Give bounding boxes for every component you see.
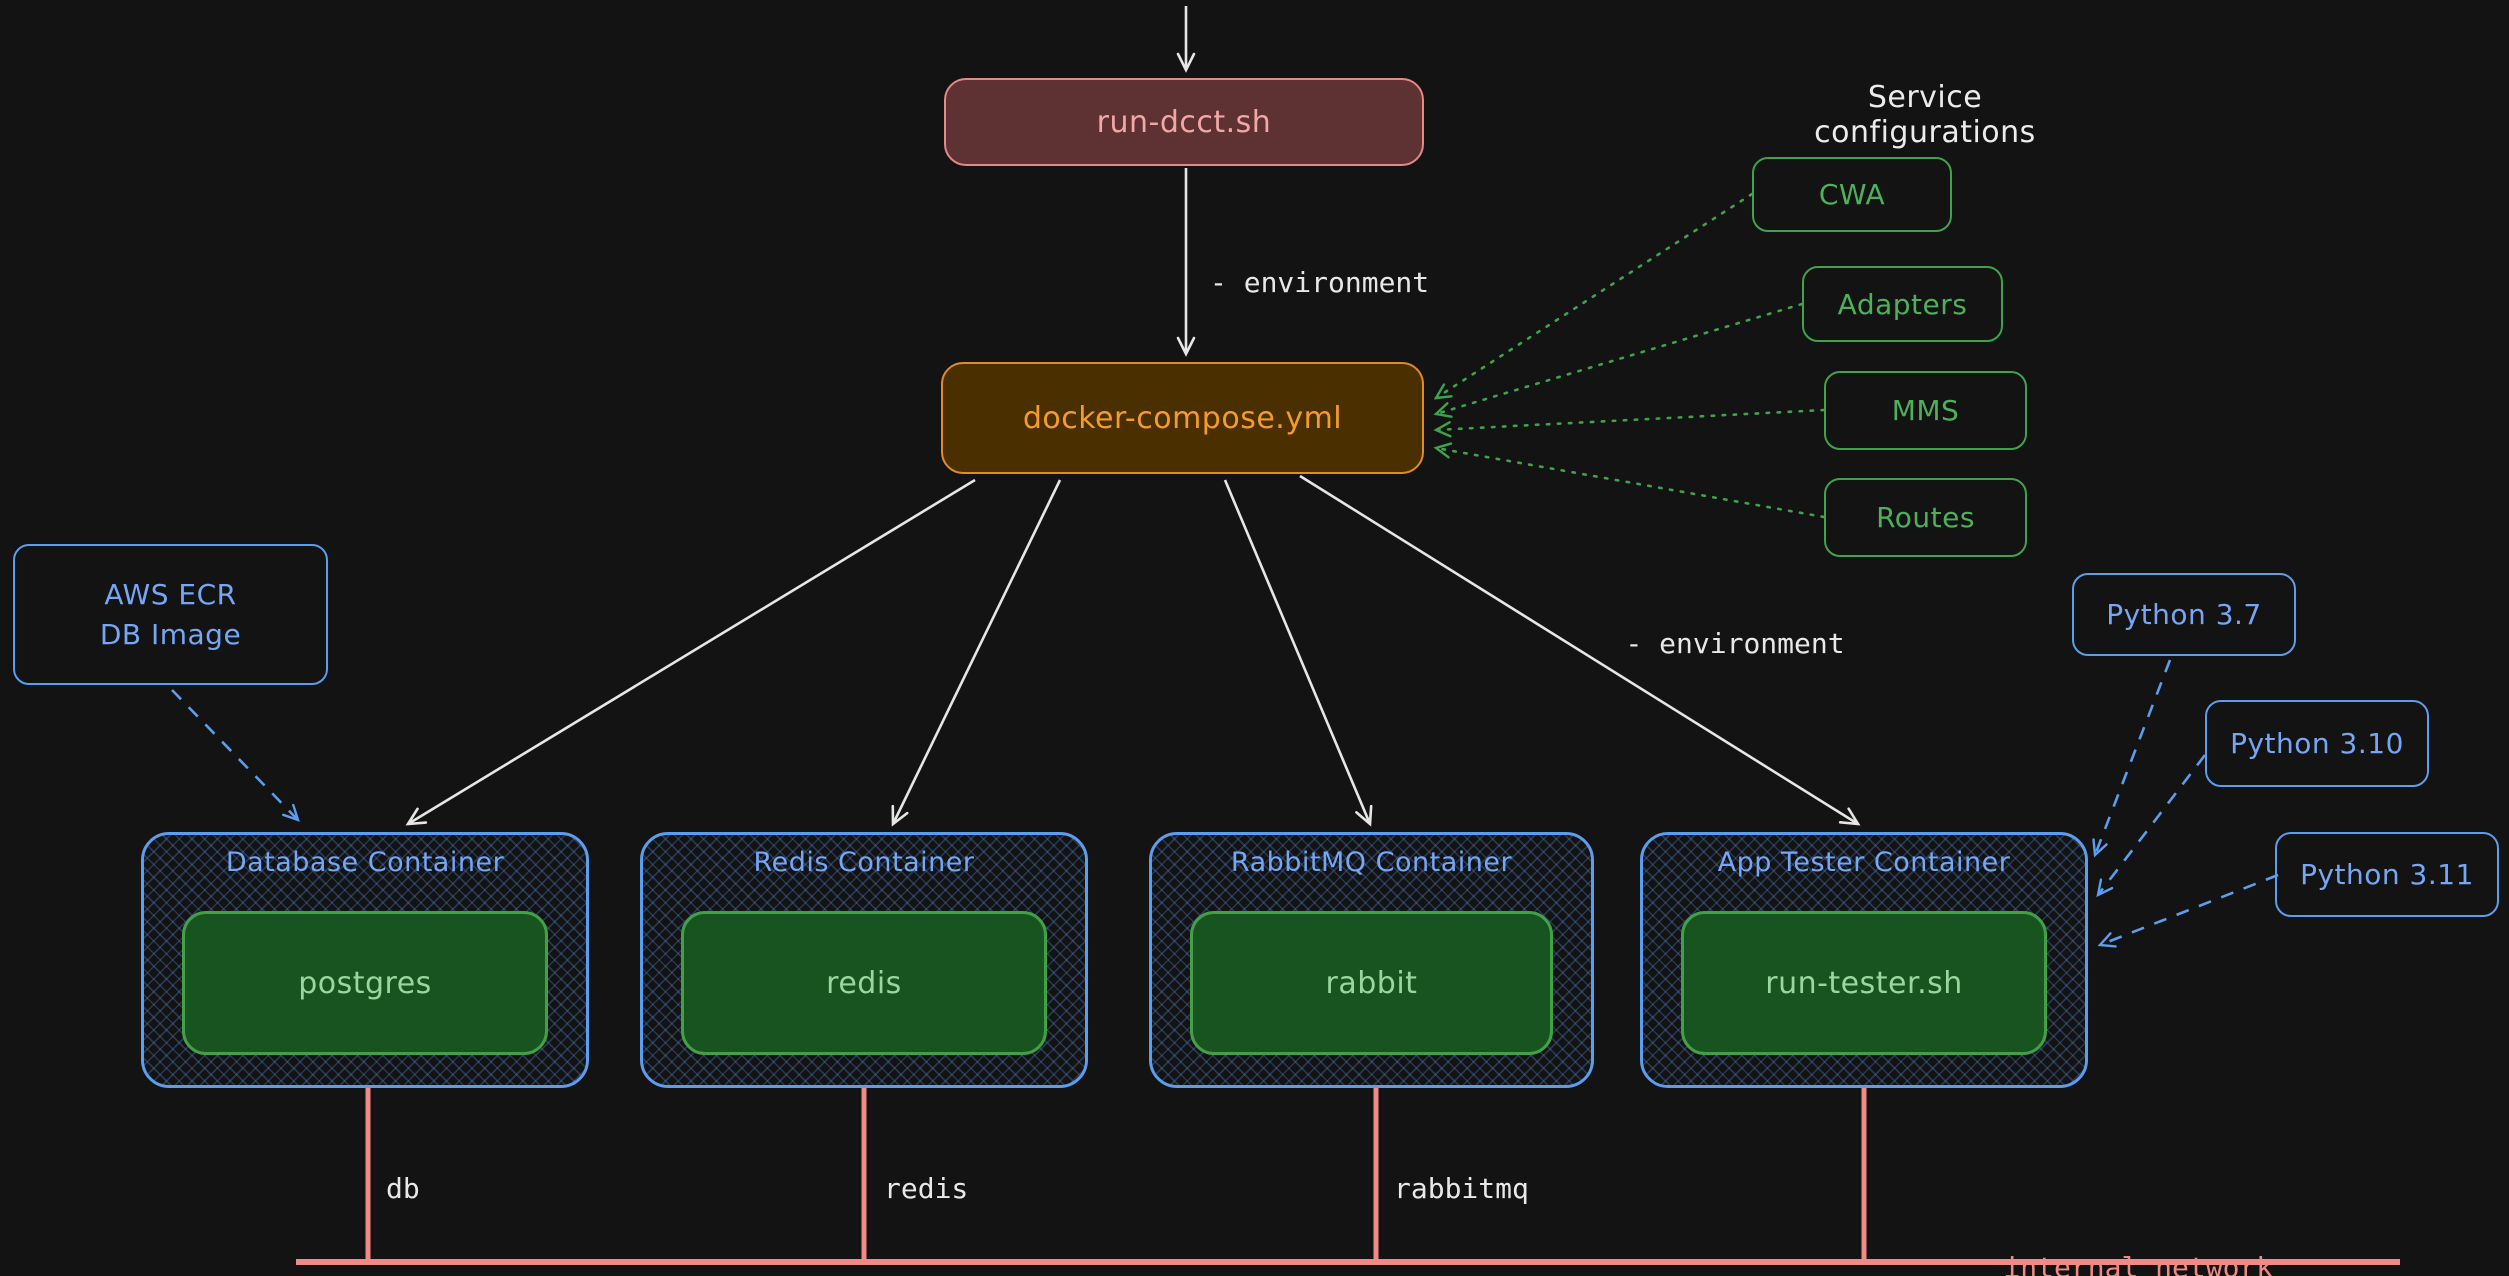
mms-label: MMS xyxy=(1891,394,1960,427)
arrow-routes-to-compose xyxy=(1433,442,1826,519)
arrow-aws-ecr-to-database xyxy=(171,689,300,822)
adapters-label: Adapters xyxy=(1837,287,1968,321)
service-node-run-tester: run-tester.sh xyxy=(1681,911,2047,1055)
arrow-compose-to-app-tester xyxy=(1299,474,1861,826)
port-label-redis: redis :6379 xyxy=(884,1096,968,1276)
node-python-310: Python 3.10 xyxy=(2205,700,2429,787)
run-script-label: run-dcct.sh xyxy=(1096,104,1272,140)
node-docker-compose: docker-compose.yml xyxy=(941,362,1424,474)
postgres-label: postgres xyxy=(298,965,432,1001)
container-database: Database Container postgres xyxy=(141,832,589,1088)
db-port-name: db xyxy=(386,1172,420,1205)
node-python-37: Python 3.7 xyxy=(2072,573,2296,656)
container-redis-title: Redis Container xyxy=(753,847,975,878)
node-run-script: run-dcct.sh xyxy=(944,78,1424,166)
node-aws-ecr: AWS ECR DB Image xyxy=(13,544,328,685)
container-app-tester-title: App Tester Container xyxy=(1717,847,2011,878)
arrow-compose-to-redis xyxy=(891,479,1062,827)
service-node-redis: redis xyxy=(681,911,1047,1055)
service-node-rabbit: rabbit xyxy=(1190,911,1553,1055)
arrow-python311-to-app-tester xyxy=(2097,873,2279,948)
container-rabbitmq: RabbitMQ Container rabbit xyxy=(1149,832,1594,1088)
arrow-cwa-to-compose xyxy=(1433,192,1754,400)
arrow-mms-to-compose xyxy=(1433,408,1826,438)
python-310-label: Python 3.10 xyxy=(2230,727,2404,760)
node-python-311: Python 3.11 xyxy=(2275,832,2499,917)
arrow-python37-to-app-tester xyxy=(2092,659,2172,858)
redis-port-name: redis xyxy=(884,1172,969,1205)
container-redis: Redis Container redis xyxy=(640,832,1088,1088)
internal-network-label: internal network xyxy=(2003,1251,2274,1276)
aws-ecr-line1: AWS ECR xyxy=(104,577,237,611)
container-rabbitmq-title: RabbitMQ Container xyxy=(1230,847,1513,878)
python-311-label: Python 3.11 xyxy=(2300,858,2474,891)
env-label-line: - environment xyxy=(1210,266,1430,299)
node-cwa: CWA xyxy=(1752,157,1952,232)
rabbitmq-port-name: rabbitmq xyxy=(1394,1172,1529,1205)
node-adapters: Adapters xyxy=(1802,266,2003,342)
routes-label: Routes xyxy=(1876,501,1975,534)
arrow-python310-to-app-tester xyxy=(2096,754,2207,898)
arrow-compose-to-database xyxy=(405,478,976,826)
run-tester-label: run-tester.sh xyxy=(1765,965,1963,1001)
aws-ecr-line2: DB Image xyxy=(99,617,242,651)
docker-compose-label: docker-compose.yml xyxy=(1022,400,1343,436)
cwa-label: CWA xyxy=(1818,178,1886,211)
node-mms: MMS xyxy=(1824,371,2027,450)
port-label-rabbitmq: rabbitmq :5672 xyxy=(1394,1096,1529,1276)
python-37-label: Python 3.7 xyxy=(2106,598,2262,631)
service-configurations-title: Service configurations xyxy=(1814,80,2036,150)
environment-label: - environment xyxy=(1625,627,1845,660)
redis-label: redis xyxy=(826,965,902,1001)
arrow-adapters-to-compose xyxy=(1433,302,1804,418)
node-routes: Routes xyxy=(1824,478,2027,557)
container-app-tester: App Tester Container run-tester.sh xyxy=(1640,832,2088,1088)
service-node-postgres: postgres xyxy=(182,911,548,1055)
rabbit-label: rabbit xyxy=(1325,965,1418,1001)
arrow-compose-to-rabbitmq xyxy=(1223,479,1373,827)
port-label-db: db :5432 xyxy=(386,1096,470,1276)
container-database-title: Database Container xyxy=(225,847,505,878)
